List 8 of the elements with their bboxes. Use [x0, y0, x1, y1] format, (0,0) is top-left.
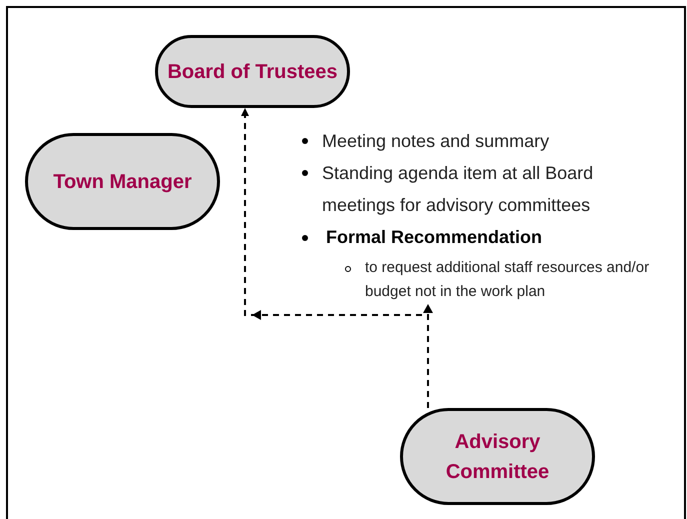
sub-bullet-text: to request additional staff resources and/or budget not in the work plan — [365, 258, 650, 302]
dashed-arrow — [241, 108, 433, 408]
node-label: Town Manager — [53, 170, 192, 194]
node-label: Advisory Committee — [444, 430, 550, 484]
bullet-text: Meeting notes and summary — [322, 130, 550, 153]
node-label: Board of Trustees — [167, 60, 338, 84]
bullet-text: Standing agenda item at all Board meetings for advisory committees — [322, 162, 594, 217]
bullet-text: Formal Recommendation — [325, 226, 542, 249]
